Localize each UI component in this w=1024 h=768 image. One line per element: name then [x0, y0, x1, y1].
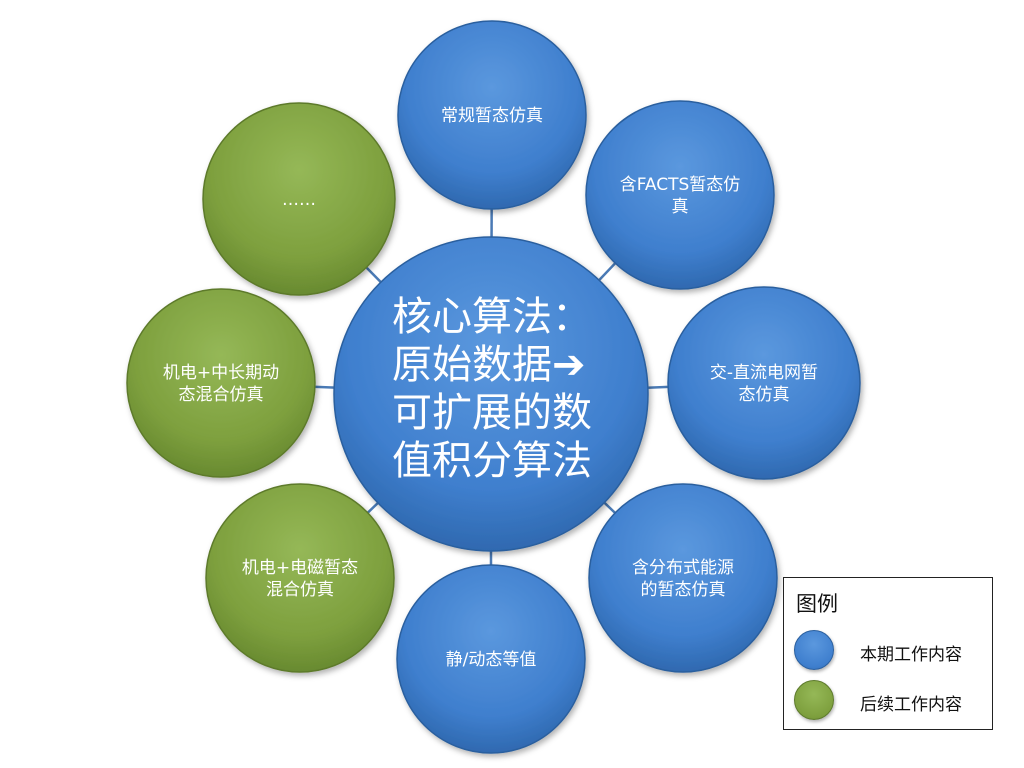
center-line-2: 原始数据➔ — [392, 342, 586, 388]
legend-title: 图例 — [796, 592, 838, 616]
node-electromechanical-electromagnetic: 机电+电磁暂态混合仿真 — [205, 483, 395, 673]
center-circle — [333, 236, 649, 552]
label-line-distributed-energy-2: 的暂态仿真 — [641, 580, 726, 600]
node-facts-transient: 含FACTS暂态仿真 — [585, 100, 775, 290]
label-line-ac-dc-grid-1: 交-直流电网暂 — [710, 363, 818, 383]
circle-conventional-transient — [397, 20, 587, 210]
label-line-conventional-transient-1: 常规暂态仿真 — [441, 106, 543, 126]
legend-label-current: 本期工作内容 — [860, 645, 962, 665]
nodes-layer: 常规暂态仿真 含FACTS暂态仿真 交-直流电网暂态仿真 含分布式能源的暂态仿真… — [126, 20, 861, 754]
circle-electromechanical-electromagnetic — [205, 483, 395, 673]
label-line-distributed-energy-1: 含分布式能源 — [632, 558, 734, 578]
label-conventional-transient: 常规暂态仿真 — [441, 106, 543, 126]
legend-item-current: 本期工作内容 — [794, 628, 989, 672]
label-line-electromechanical-electromagnetic-2: 混合仿真 — [266, 580, 334, 600]
legend-swatch-green-circle-icon — [794, 680, 834, 720]
center-line-3: 可扩展的数 — [392, 390, 592, 436]
legend-swatch-blue-circle-icon — [794, 630, 834, 670]
label-line-facts-transient-1: 含FACTS暂态仿 — [620, 175, 741, 195]
center-node: 核心算法： 原始数据➔ 可扩展的数 值积分算法 — [333, 236, 649, 552]
node-more: …… — [202, 102, 396, 296]
label-static-dynamic-equivalent: 静/动态等值 — [446, 650, 537, 670]
label-facts-transient: 含FACTS暂态仿真 — [620, 175, 741, 217]
label-line-more-1: …… — [282, 190, 316, 210]
label-line-electromechanical-long-term-2: 态混合仿真 — [179, 385, 264, 405]
node-distributed-energy: 含分布式能源的暂态仿真 — [588, 483, 778, 673]
center-line-1: 核心算法： — [392, 294, 592, 340]
legend: 图例 本期工作内容 后续工作内容 — [783, 577, 993, 730]
node-static-dynamic-equivalent: 静/动态等值 — [396, 564, 586, 754]
legend-item-future: 后续工作内容 — [794, 678, 989, 722]
node-conventional-transient: 常规暂态仿真 — [397, 20, 587, 210]
label-line-static-dynamic-equivalent-1: 静/动态等值 — [446, 650, 537, 670]
svg-text:核心算法： 原始数据➔ 可扩展的数: 核心算法： 原始数据➔ 可扩展的数 值积分算法 — [392, 294, 605, 484]
circle-electromechanical-long-term — [126, 288, 316, 478]
circle-distributed-energy — [588, 483, 778, 673]
label-distributed-energy: 含分布式能源的暂态仿真 — [632, 558, 734, 600]
node-ac-dc-grid: 交-直流电网暂态仿真 — [667, 286, 861, 480]
center-line-4: 值积分算法 — [392, 438, 592, 484]
circle-static-dynamic-equivalent — [396, 564, 586, 754]
label-line-facts-transient-2: 真 — [672, 197, 689, 217]
circle-ac-dc-grid — [667, 286, 861, 480]
label-ac-dc-grid: 交-直流电网暂态仿真 — [710, 363, 818, 405]
label-line-ac-dc-grid-2: 态仿真 — [739, 385, 790, 405]
node-electromechanical-long-term: 机电+中长期动态混合仿真 — [126, 288, 316, 478]
legend-label-future: 后续工作内容 — [860, 695, 962, 715]
label-more: …… — [282, 190, 316, 210]
label-electromechanical-electromagnetic: 机电+电磁暂态混合仿真 — [242, 558, 358, 600]
label-line-electromechanical-electromagnetic-1: 机电+电磁暂态 — [242, 558, 358, 578]
circle-more — [202, 102, 396, 296]
circle-facts-transient — [585, 100, 775, 290]
label-line-electromechanical-long-term-1: 机电+中长期动 — [163, 363, 279, 383]
label-electromechanical-long-term: 机电+中长期动态混合仿真 — [163, 363, 279, 405]
